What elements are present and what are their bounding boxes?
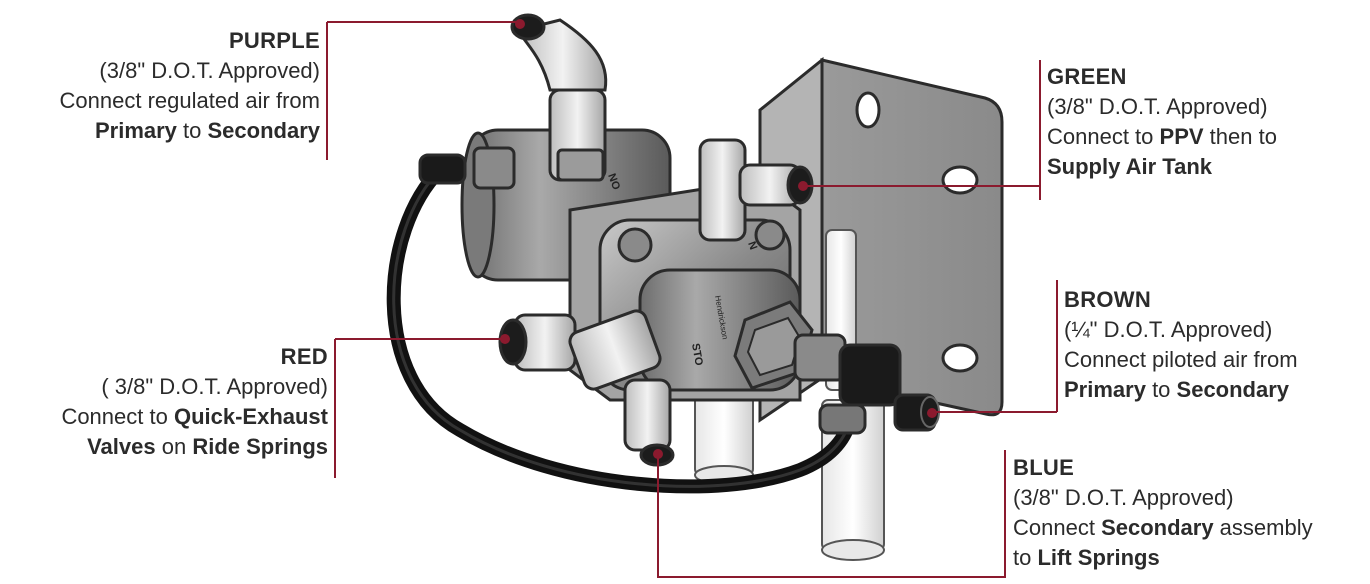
secondary-valve-body [638,268,814,392]
purple-leader [327,21,521,24]
red-line1: Connect to Quick-Exhaust [61,404,328,429]
green-title: GREEN [1047,64,1127,89]
blue-port-fitting [568,309,675,467]
red-spec: ( 3/8" D.O.T. Approved) [101,374,328,399]
marking-mid-port: N [745,240,759,252]
blue-leader [657,450,1006,578]
green-line1: Connect to PPV then to [1047,124,1277,149]
brown-line1: Connect piloted air from [1064,347,1298,372]
purple-line2: Primary to Secondary [94,118,320,143]
marking-top-port: NO [605,172,622,192]
leader-lines [326,21,1058,578]
green-spec: (3/8" D.O.T. Approved) [1047,94,1268,119]
blue-line1: Connect Secondary assembly [1013,515,1313,540]
brown-callout: BROWN (¼" D.O.T. Approved) Connect pilot… [1064,285,1364,405]
purple-line1: Connect regulated air from [59,88,320,113]
blue-title: BLUE [1013,455,1075,480]
marking-body-brand: Hendrickson [713,295,730,340]
blue-line2: to Lift Springs [1013,545,1160,570]
brown-title: BROWN [1064,287,1152,312]
hose-fitting-left [418,146,516,190]
purple-callout: PURPLE (3/8" D.O.T. Approved) Connect re… [8,26,320,146]
red-callout: RED ( 3/8" D.O.T. Approved) Connect to Q… [8,342,328,462]
green-port-fitting [698,138,814,242]
green-line2: Supply Air Tank [1047,154,1213,179]
blue-spec: (3/8" D.O.T. Approved) [1013,485,1234,510]
red-title: RED [280,344,328,369]
brown-spec: (¼" D.O.T. Approved) [1064,317,1273,342]
marking-body-code: STO [689,342,705,367]
blue-callout: BLUE (3/8" D.O.T. Approved) Connect Seco… [1013,453,1363,573]
brown-line2: Primary to Secondary [1064,377,1290,402]
purple-spec: (3/8" D.O.T. Approved) [99,58,320,83]
green-callout: GREEN (3/8" D.O.T. Approved) Connect to … [1047,62,1357,182]
purple-title: PURPLE [228,28,320,53]
red-line2: Valves on Ride Springs [87,434,328,459]
